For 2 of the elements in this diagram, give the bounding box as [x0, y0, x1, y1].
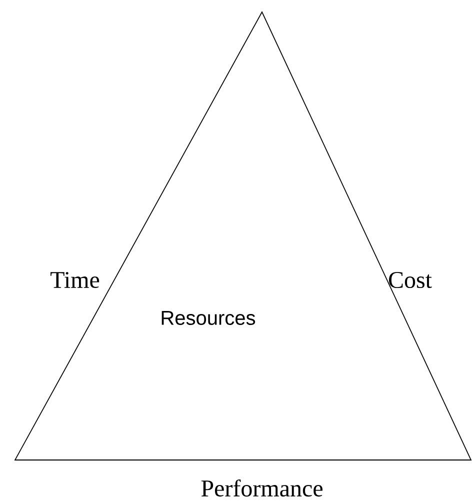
side-label: Cost: [388, 272, 432, 288]
side-label: Time: [50, 272, 100, 288]
